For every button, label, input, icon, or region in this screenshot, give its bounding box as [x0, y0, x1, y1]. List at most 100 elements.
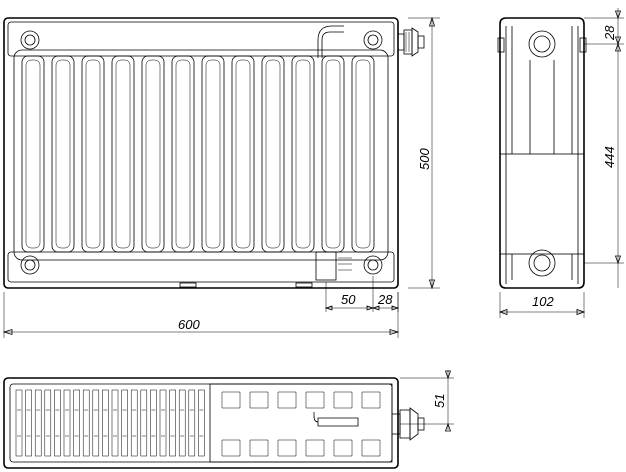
side-top-connection-icon: [528, 30, 556, 58]
fin-inner: [115, 59, 131, 249]
fin-outer: [321, 55, 345, 253]
plan-fin: [54, 389, 61, 457]
plan-fin-rib: [36, 409, 41, 437]
plan-fin: [15, 389, 23, 457]
front-view-bottom-collector: [7, 251, 395, 283]
hanger-slot: [179, 282, 197, 288]
plan-cell: [221, 391, 241, 457]
fin-outer: [51, 55, 75, 253]
plan-fin: [34, 389, 42, 457]
fin-outer: [141, 55, 165, 253]
fin-outer: [201, 55, 225, 253]
plan-view-cells: [221, 391, 381, 457]
fin-inner: [25, 59, 41, 249]
plan-fin-rib: [161, 409, 165, 437]
fin-outer: [81, 55, 105, 253]
dim-connection-offset: 50: [341, 292, 356, 307]
side-dimensions: 28 444 102: [498, 8, 624, 318]
front-dimensions: 500 600 50 28: [2, 16, 440, 338]
plan-view-fins: [15, 389, 205, 457]
plan-fin-rib: [122, 409, 127, 437]
bottom-connection-block: [315, 251, 337, 281]
dim-height-total: 500: [417, 148, 432, 170]
plan-fin: [130, 389, 138, 457]
plan-fin-rib: [170, 409, 175, 437]
plan-cell: [361, 391, 381, 457]
plan-valve-icon: [391, 407, 425, 441]
dim-valve-offset: 28: [377, 292, 393, 307]
plug-bottom-right-icon: [363, 255, 383, 275]
fin-outer: [291, 55, 315, 253]
plan-fin: [73, 389, 80, 457]
front-view: [3, 17, 425, 289]
plan-view-valve-pipe: [313, 412, 359, 427]
fin-inner: [205, 59, 221, 249]
internal-pipe: [317, 25, 344, 58]
plan-fin: [198, 389, 205, 457]
plug-top-right-icon: [363, 30, 383, 50]
plan-cell: [277, 391, 297, 457]
fin-outer: [261, 55, 285, 253]
plan-view: [3, 377, 425, 469]
fin-inner: [325, 59, 341, 249]
plan-fin: [159, 389, 167, 457]
fin-inner: [235, 59, 251, 249]
plan-fin: [169, 389, 176, 457]
dim-top-offset: 28: [602, 25, 617, 41]
plan-cell: [333, 391, 353, 457]
plan-fin-rib: [45, 409, 50, 437]
fin-inner: [145, 59, 161, 249]
front-view-outer-frame: [3, 17, 399, 289]
plan-fin: [25, 389, 32, 457]
plan-fin-rib: [93, 409, 98, 437]
plan-cell: [249, 391, 269, 457]
plan-cell: [305, 391, 325, 457]
plan-fin-rib: [151, 409, 156, 437]
dim-width-total: 600: [178, 317, 200, 332]
plan-view-cutaway: [209, 383, 393, 463]
plan-fin-rib: [189, 409, 194, 437]
plan-fin-rib: [141, 409, 146, 437]
plan-fin-rib: [103, 409, 108, 437]
plan-fin: [150, 389, 157, 457]
plan-fin: [178, 389, 186, 457]
plan-fin: [82, 389, 90, 457]
plan-fin-rib: [113, 409, 117, 437]
plan-fin: [92, 389, 100, 457]
dim-depth: 102: [532, 294, 554, 309]
front-view-inner-panel: [13, 49, 389, 261]
plan-view-outline: [3, 377, 399, 469]
plan-fin: [121, 389, 128, 457]
plan-fin-rib: [26, 409, 31, 437]
fin-outer: [351, 55, 375, 253]
fin-inner: [265, 59, 281, 249]
fin-inner: [295, 59, 311, 249]
side-bottom-connection-icon: [528, 249, 556, 277]
front-view-top-collector: [7, 21, 395, 57]
fin-inner: [55, 59, 71, 249]
plan-fin-rib: [84, 409, 89, 437]
plan-fin-rib: [65, 409, 69, 437]
plug-top-left-icon: [20, 30, 40, 50]
plan-fin-rib: [55, 409, 60, 437]
dim-plan-depth: 51: [432, 394, 447, 408]
fin-outer: [171, 55, 195, 253]
hanger-slot: [295, 282, 313, 288]
fin-outer: [111, 55, 135, 253]
side-view-outline: [499, 17, 585, 289]
front-view-fins: [21, 55, 375, 253]
fin-inner: [175, 59, 191, 249]
plug-bottom-left-icon: [20, 255, 40, 275]
plan-fin-rib: [74, 409, 79, 437]
side-view: [497, 17, 587, 289]
thermostatic-valve-icon: [397, 27, 425, 57]
plan-fin: [102, 389, 109, 457]
plan-fin: [44, 389, 52, 457]
dim-axis-distance: 444: [602, 146, 617, 168]
plan-fin-rib: [180, 409, 185, 437]
fin-outer: [21, 55, 45, 253]
plan-fin-rib: [17, 409, 21, 437]
plan-fin: [140, 389, 148, 457]
plan-fin: [63, 389, 71, 457]
